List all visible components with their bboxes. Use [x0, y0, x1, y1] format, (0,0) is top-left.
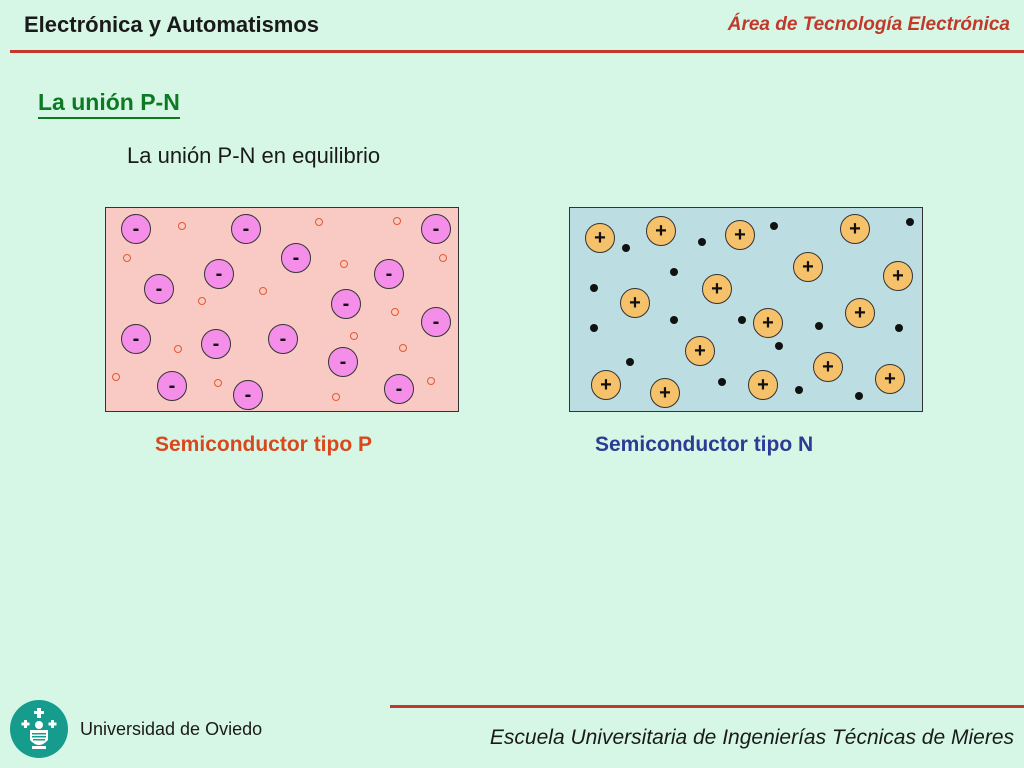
donor-ion: + — [646, 216, 676, 246]
electron-carrier — [906, 218, 914, 226]
acceptor-ion: - — [328, 347, 358, 377]
footer-divider — [390, 705, 1024, 708]
hole-carrier — [315, 218, 323, 226]
hole-carrier — [112, 373, 120, 381]
acceptor-ion: - — [201, 329, 231, 359]
course-title: Electrónica y Automatismos — [24, 12, 320, 37]
university-seal-icon — [10, 700, 68, 758]
hole-carrier — [393, 217, 401, 225]
hole-carrier — [427, 377, 435, 385]
acceptor-ion: - — [121, 324, 151, 354]
donor-ion: + — [620, 288, 650, 318]
header-divider — [10, 50, 1024, 53]
donor-ion: + — [813, 352, 843, 382]
acceptor-ion: - — [144, 274, 174, 304]
donor-ion: + — [685, 336, 715, 366]
electron-carrier — [895, 324, 903, 332]
section-title: La unión P-N — [38, 88, 180, 119]
acceptor-ion: - — [233, 380, 263, 410]
donor-ion: + — [753, 308, 783, 338]
donor-ion: + — [793, 252, 823, 282]
slide-subtitle: La unión P-N en equilibrio — [127, 143, 381, 168]
hole-carrier — [198, 297, 206, 305]
hole-carrier — [391, 308, 399, 316]
acceptor-ion: - — [281, 243, 311, 273]
donor-ion: + — [702, 274, 732, 304]
n-type-semiconductor-diagram: ++++++++++++++++ — [569, 207, 923, 412]
hole-carrier — [214, 379, 222, 387]
electron-carrier — [718, 378, 726, 386]
acceptor-ion: - — [121, 214, 151, 244]
acceptor-ion: - — [421, 214, 451, 244]
hole-carrier — [174, 345, 182, 353]
electron-carrier — [738, 316, 746, 324]
p-type-semiconductor-diagram: ---------------- — [105, 207, 459, 412]
acceptor-ion: - — [421, 307, 451, 337]
electron-carrier — [795, 386, 803, 394]
hole-carrier — [350, 332, 358, 340]
hole-carrier — [123, 254, 131, 262]
donor-ion: + — [725, 220, 755, 250]
donor-ion: + — [748, 370, 778, 400]
acceptor-ion: - — [204, 259, 234, 289]
p-type-label: Semiconductor tipo P — [155, 433, 373, 456]
electron-carrier — [590, 324, 598, 332]
hole-carrier — [259, 287, 267, 295]
area-title: Área de Tecnología Electrónica — [727, 14, 1010, 35]
electron-carrier — [670, 268, 678, 276]
acceptor-ion: - — [384, 374, 414, 404]
electron-carrier — [815, 322, 823, 330]
electron-carrier — [590, 284, 598, 292]
hole-carrier — [332, 393, 340, 401]
acceptor-ion: - — [231, 214, 261, 244]
acceptor-ion: - — [374, 259, 404, 289]
donor-ion: + — [591, 370, 621, 400]
hole-carrier — [439, 254, 447, 262]
hole-carrier — [178, 222, 186, 230]
electron-carrier — [855, 392, 863, 400]
acceptor-ion: - — [331, 289, 361, 319]
donor-ion: + — [585, 223, 615, 253]
electron-carrier — [622, 244, 630, 252]
donor-ion: + — [845, 298, 875, 328]
electron-carrier — [670, 316, 678, 324]
donor-ion: + — [875, 364, 905, 394]
electron-carrier — [775, 342, 783, 350]
electron-carrier — [698, 238, 706, 246]
electron-carrier — [626, 358, 634, 366]
university-name: Universidad de Oviedo — [80, 719, 263, 739]
acceptor-ion: - — [268, 324, 298, 354]
n-type-label: Semiconductor tipo N — [595, 433, 814, 456]
school-name: Escuela Universitaria de Ingenierías Téc… — [489, 726, 1014, 749]
donor-ion: + — [840, 214, 870, 244]
electron-carrier — [770, 222, 778, 230]
donor-ion: + — [650, 378, 680, 408]
hole-carrier — [340, 260, 348, 268]
donor-ion: + — [883, 261, 913, 291]
acceptor-ion: - — [157, 371, 187, 401]
hole-carrier — [399, 344, 407, 352]
